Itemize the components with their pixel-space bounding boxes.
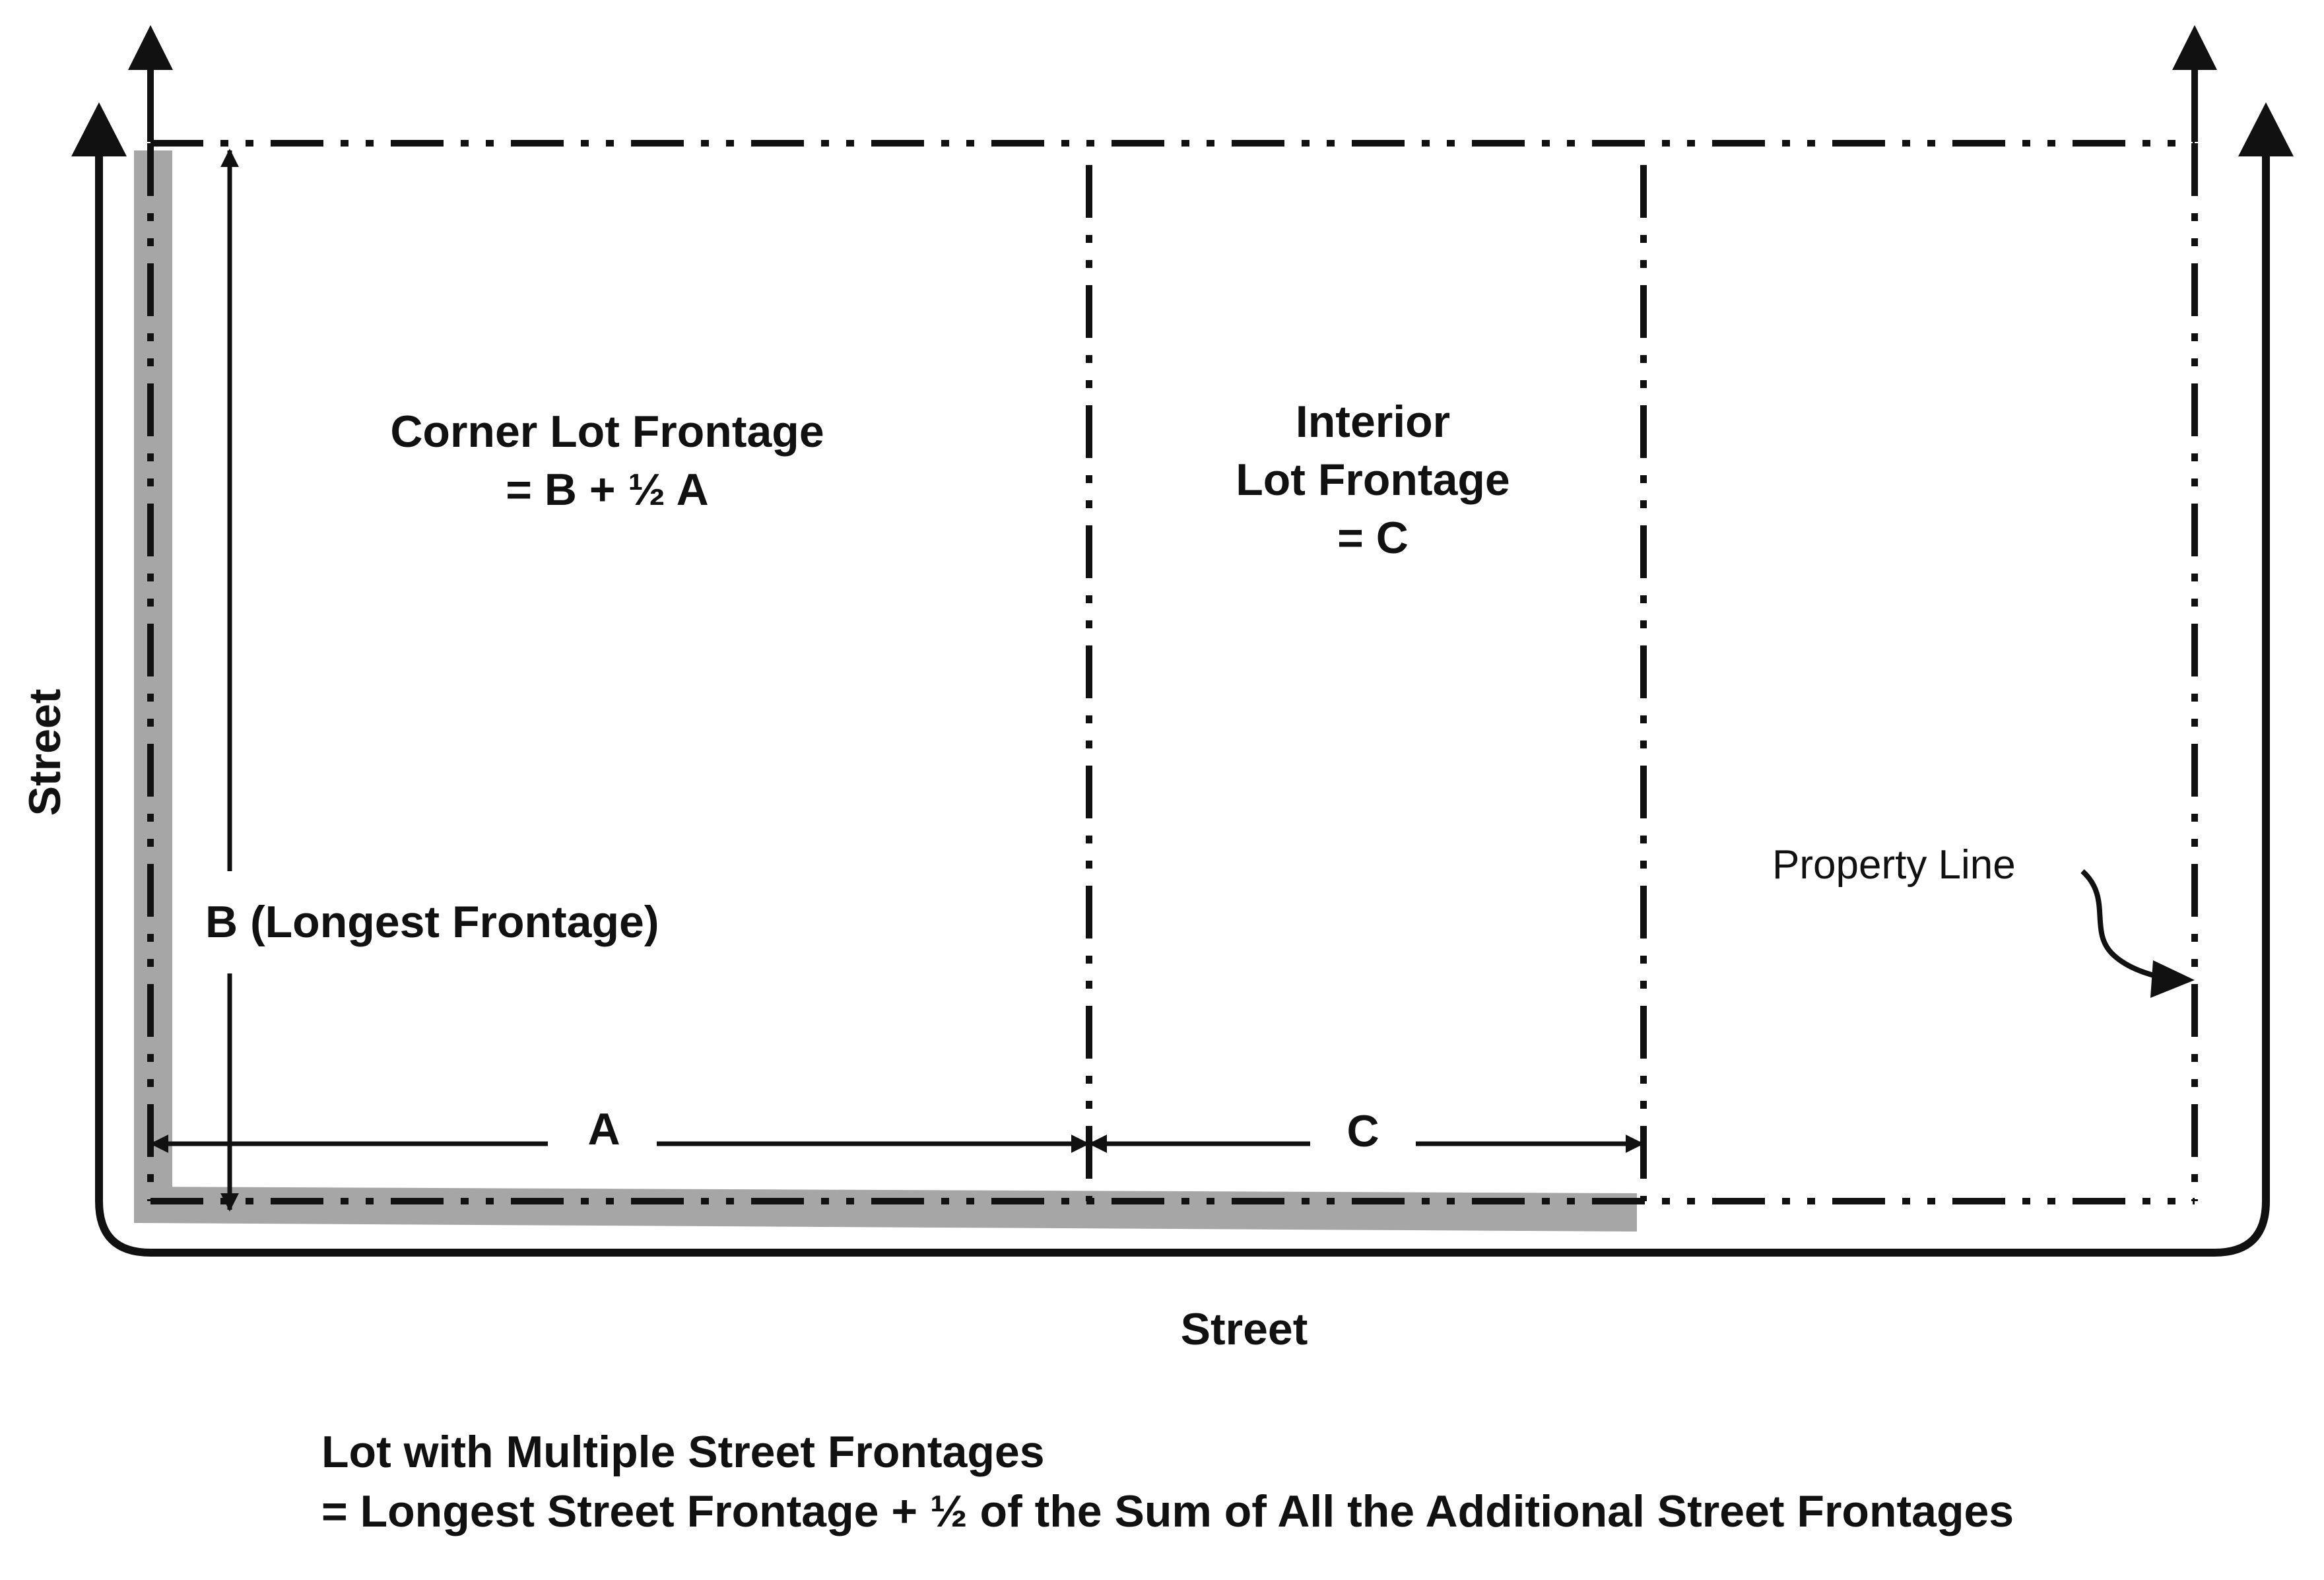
dimension-b-label: B (Longest Frontage): [201, 896, 663, 948]
caption-line-1: Lot with Multiple Street Frontages: [321, 1427, 1045, 1477]
property-line-callout: [2080, 869, 2160, 979]
street-outline: [95, 135, 2270, 1257]
interior-lot-title-2: Lot Frontage: [1236, 455, 1510, 505]
street-arrow-left: [71, 102, 127, 156]
corner-lot-formula: = B + ½ A: [506, 465, 709, 515]
dimension-a-label: A: [561, 1103, 647, 1155]
property-callout-arrowhead: [2150, 960, 2195, 998]
street-label-left: Street: [20, 688, 70, 816]
interior-lot-title-1: Interior: [1295, 397, 1451, 447]
property-line-label: Property Line: [1772, 842, 2016, 888]
caption-line-2: = Longest Street Frontage + ½ of the Sum…: [321, 1486, 2014, 1536]
frontage-a-c-highlight: [134, 1187, 1637, 1232]
corner-lot-title: Corner Lot Frontage: [390, 407, 824, 457]
caption: Lot with Multiple Street Frontages = Lon…: [321, 1422, 2014, 1541]
street-label-bottom: Street: [1180, 1304, 1308, 1354]
property-arrow-left: [128, 25, 173, 70]
street-arrow-right: [2238, 102, 2294, 156]
interior-lot-frontage-label: Interior Lot Frontage = C: [1162, 393, 1584, 567]
frontage-b-highlight: [134, 150, 172, 1223]
interior-lot-formula: = C: [1337, 513, 1409, 563]
corner-lot-frontage-label: Corner Lot Frontage = B + ½ A: [310, 403, 904, 519]
property-arrow-right: [2172, 25, 2217, 70]
dimension-c-label: C: [1317, 1105, 1409, 1157]
